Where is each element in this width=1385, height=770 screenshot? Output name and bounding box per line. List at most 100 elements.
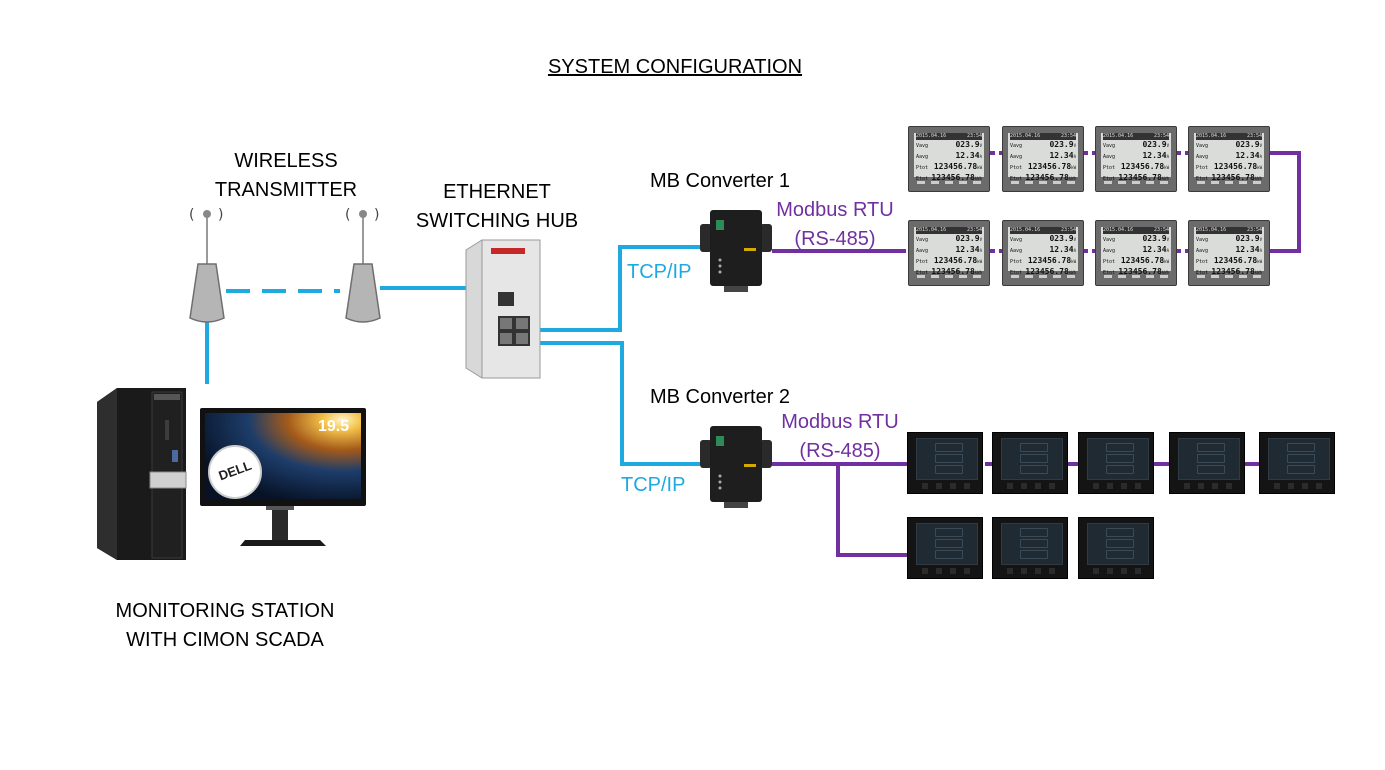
meter-unit: V: [1166, 237, 1169, 242]
meter-value: 023.9: [1142, 140, 1167, 149]
meter-value: 12.34: [1235, 245, 1260, 254]
meter-time: 23:54: [966, 227, 982, 233]
lcd-digits: [935, 443, 963, 452]
meter-date: 2015.04.16: [1103, 227, 1134, 233]
meter-button: [1146, 181, 1154, 184]
lcd-meter: [1259, 432, 1335, 494]
lcd-buttons: [1007, 483, 1055, 489]
lcd-meter: [992, 517, 1068, 579]
meter-unit: V: [1259, 143, 1262, 148]
modbus-label-2-line2: (RS-485): [799, 440, 881, 462]
lcd-button: [1212, 483, 1218, 489]
meter-time: 23:54: [1060, 227, 1076, 233]
station-label-line1: MONITORING STATION: [115, 600, 335, 622]
lcd-buttons: [922, 483, 970, 489]
meter-button: [1011, 275, 1019, 278]
meter-row-label: Vavg: [1196, 143, 1209, 149]
meter-row-label: Aavg: [1103, 154, 1116, 160]
lcd-button: [964, 483, 970, 489]
modbus-rtu-label-2: Modbus RTU (RS-485): [770, 408, 910, 466]
meter-unit: kW: [1257, 259, 1262, 264]
lcd-meter: [992, 432, 1068, 494]
modbus-rtu-label-1: Modbus RTU (RS-485): [765, 196, 905, 254]
meter-value: 023.9: [1235, 234, 1260, 243]
meter-unit: A: [1259, 154, 1262, 159]
meter-button: [959, 181, 967, 184]
lcd-button: [1302, 483, 1308, 489]
antenna-left: ( ): [189, 207, 225, 323]
meter-unit: kW: [1257, 165, 1262, 170]
meter-row-label: Vavg: [1010, 143, 1023, 149]
meter-time: 23:54: [1060, 133, 1076, 139]
meter-row-label: Vavg: [1196, 237, 1209, 243]
lcd-buttons: [922, 568, 970, 574]
meter-button: [945, 181, 953, 184]
meter-header: 2015.04.16 23:54: [1103, 227, 1169, 234]
lcd-buttons: [1093, 483, 1141, 489]
meter-row-value: 123456.78kW: [934, 162, 982, 172]
meter-row-value: 12.34A: [955, 245, 982, 255]
meter-row-value: 12.34A: [1049, 245, 1076, 255]
meter-row-label: Aavg: [1196, 248, 1209, 254]
lcd-button: [922, 483, 928, 489]
meter-value: 123456.78: [933, 256, 978, 265]
meter-button: [1197, 275, 1205, 278]
hub-label-line2: SWITCHING HUB: [415, 210, 579, 232]
lcd-button: [1035, 483, 1041, 489]
lcd-digits: [1106, 465, 1134, 474]
monitor: [200, 408, 366, 546]
switching-hub-label: ETHERNET SWITCHING HUB: [405, 178, 589, 236]
meter-unit: A: [1073, 154, 1076, 159]
meter-value: 12.34: [1049, 245, 1074, 254]
meter-value: 023.9: [1049, 140, 1074, 149]
meter-button: [1225, 275, 1233, 278]
meter-button: [1211, 275, 1219, 278]
meter-value: 12.34: [1049, 151, 1074, 160]
lcd-button: [1049, 568, 1055, 574]
meter-row-label: Vavg: [916, 143, 929, 149]
meter-button: [917, 275, 925, 278]
meter-value: 12.34: [955, 245, 980, 254]
meter-row-label: Ptot: [1196, 259, 1209, 265]
meter-button: [973, 181, 981, 184]
meter-value: 123456.78: [1211, 267, 1255, 276]
meter-value: 123456.78: [1027, 256, 1072, 265]
monitor-reading: 19.5: [318, 418, 350, 435]
meter-unit: V: [1166, 143, 1169, 148]
meter-unit: kWh: [1161, 176, 1169, 181]
meter-time: 23:54: [1153, 227, 1169, 233]
lcd-button: [1035, 568, 1041, 574]
ethernet-links: [205, 245, 700, 466]
meter-unit: kWh: [1254, 270, 1262, 275]
lcd-button: [922, 568, 928, 574]
lcd-digits: [1106, 528, 1134, 537]
svg-text:(: (: [189, 207, 194, 223]
diagram-title: SYSTEM CONFIGURATION: [547, 56, 803, 78]
lcd-buttons: [1184, 483, 1232, 489]
meter-row-value: 12.34A: [1142, 151, 1169, 161]
meter-row-label: Vavg: [1010, 237, 1023, 243]
meter-value: 123456.78: [1118, 173, 1162, 182]
meter-unit: A: [1166, 154, 1169, 159]
meter-value: 023.9: [1049, 234, 1074, 243]
lcd-digits: [1287, 454, 1315, 463]
lcd-screen: [1001, 523, 1063, 565]
lcd-button: [1288, 483, 1294, 489]
